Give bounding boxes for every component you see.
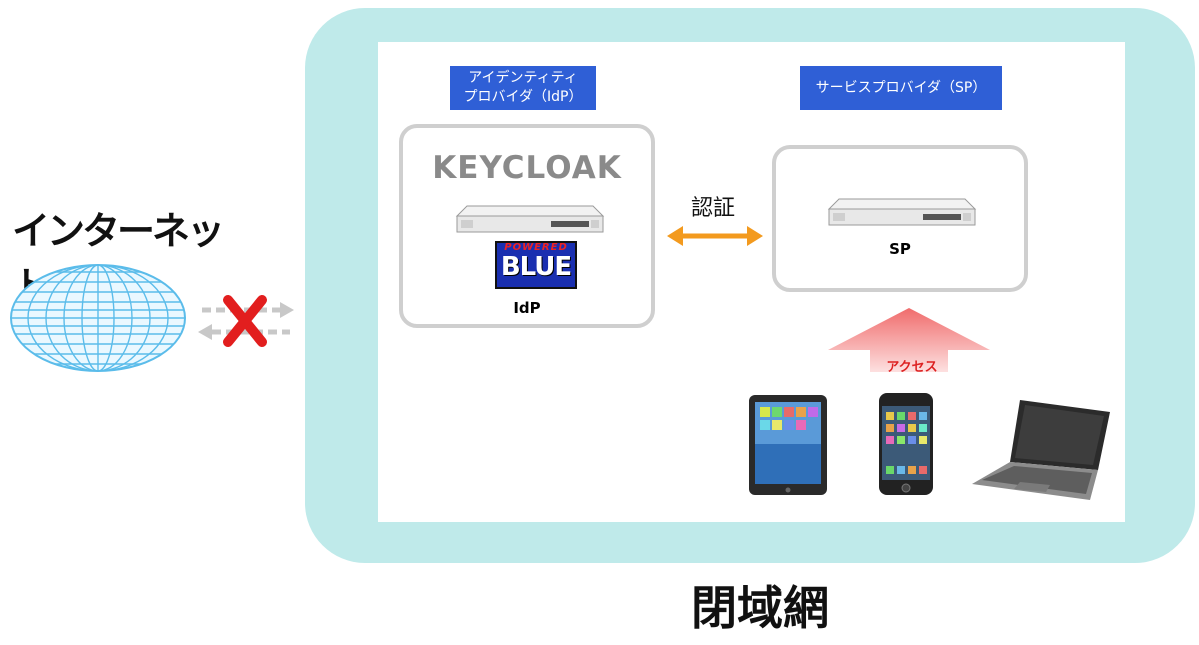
- access-label: アクセス: [886, 360, 938, 375]
- sp-label: サービスプロバイダ（SP）: [800, 66, 1002, 110]
- idp-label: アイデンティティ プロバイダ（IdP）: [450, 66, 596, 110]
- auth-arrow-icon: [667, 226, 763, 246]
- globe-icon: [10, 264, 186, 372]
- powered-blue-logo-main: BLUE: [500, 252, 572, 282]
- idp-server-name: IdP: [513, 299, 541, 317]
- server-icon: [827, 198, 977, 226]
- smartphone-icon: [879, 393, 933, 495]
- access-arrow-icon: [828, 308, 990, 372]
- powered-blue-logo-top: POWERED: [504, 242, 568, 253]
- blocked-arrows-icon: [198, 295, 294, 347]
- powered-blue-logo: [495, 241, 577, 289]
- sp-server-name: SP: [889, 240, 911, 258]
- idp-label-line1: アイデンティティ: [468, 70, 578, 86]
- tablet-icon: [749, 395, 827, 495]
- closed-network-title: 閉域網: [691, 581, 829, 635]
- keycloak-logo-text: KEYCLOAK: [432, 150, 622, 186]
- idp-label-line2: プロバイダ（IdP）: [463, 89, 583, 105]
- server-icon: [455, 205, 605, 233]
- laptop-icon: [972, 400, 1110, 500]
- auth-label: 認証: [690, 196, 735, 221]
